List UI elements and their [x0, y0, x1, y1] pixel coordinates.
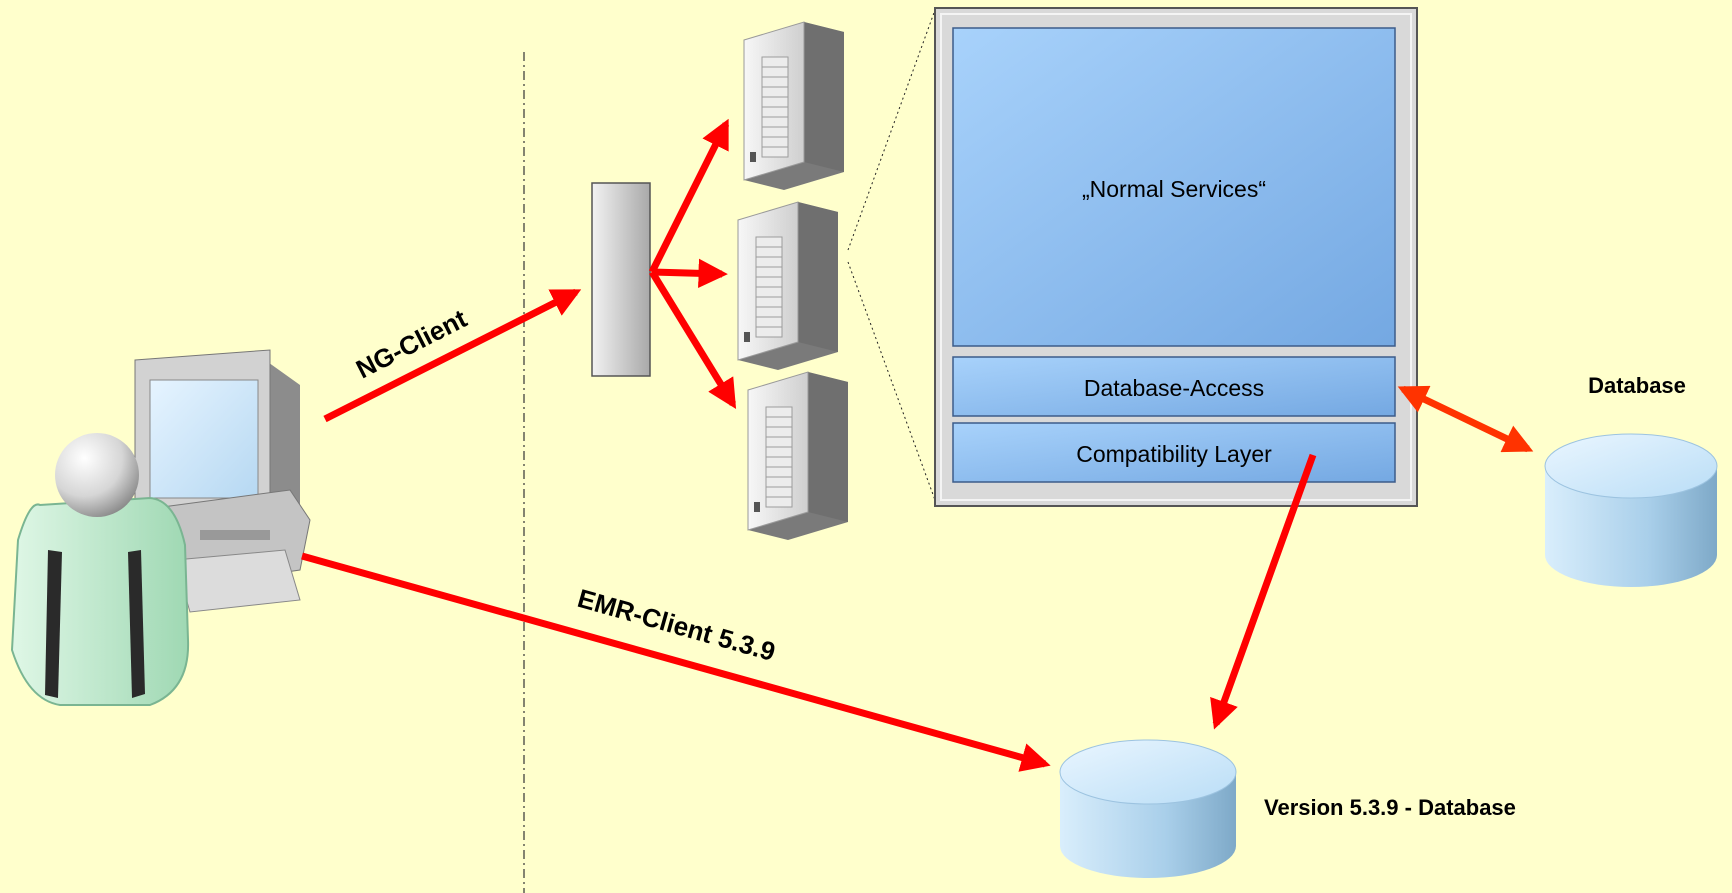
server-icon: [737, 201, 839, 371]
user-icon: [10, 433, 190, 706]
lb-to-server-3-arrow: [649, 270, 737, 410]
workstation-icon: [134, 349, 311, 613]
compatibility-layer-label: Compatibility Layer: [1076, 441, 1272, 467]
server-icon: [743, 21, 845, 191]
database-access-arrow: [1397, 385, 1534, 453]
emr-client-arrow: [301, 552, 1051, 772]
emr-client-label: EMR-Client 5.3.9: [574, 583, 778, 667]
load-balancer-icon: [591, 182, 651, 377]
lb-to-server-2-arrow: [651, 258, 728, 289]
ng-client-arrow: [323, 288, 582, 423]
server-icon: [747, 371, 849, 541]
normal-services-box: [952, 27, 1396, 347]
compatibility-layer-box: [952, 422, 1396, 483]
legacy-database-icon: [1059, 739, 1237, 878]
database-access-box: [952, 356, 1396, 417]
compatibility-to-legacy-db-arrow: [1210, 453, 1317, 730]
legacy-database-label: Version 5.3.9 - Database: [1264, 795, 1516, 820]
database-access-label: Database-Access: [1084, 375, 1264, 401]
database-icon: [1544, 433, 1718, 587]
normal-services-label: „Normal Services“: [1082, 176, 1266, 202]
lb-to-server-1-arrow: [648, 118, 730, 274]
database-label: Database: [1588, 373, 1686, 398]
zoom-line-bottom: [847, 261, 936, 501]
zoom-line-top: [847, 9, 936, 251]
user-workstation: [10, 349, 311, 706]
